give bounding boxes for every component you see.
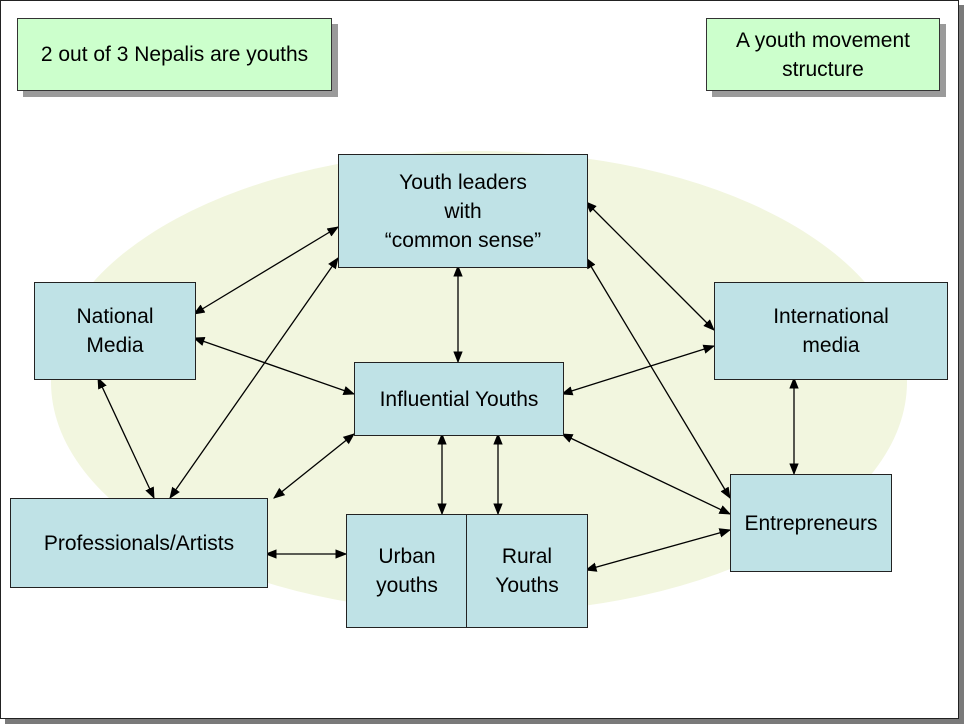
arrow-youth-leaders-to-international-media — [585, 201, 715, 331]
title-callout: A youth movement structure — [706, 18, 940, 91]
arrow-national-media-to-influential-youths — [192, 337, 356, 395]
node-rural-youths: Rural Youths — [466, 514, 588, 628]
node-professionals-artists: Professionals/Artists — [10, 498, 268, 588]
node-youth-leaders: Youth leaders with “common sense” — [338, 154, 588, 268]
arrow-national-media-to-professionals-artists — [97, 376, 155, 500]
node-national-media: National Media — [34, 282, 196, 380]
arrow-rural-youths-to-entrepreneurs — [584, 528, 732, 572]
node-entrepreneurs: Entrepreneurs — [730, 474, 892, 572]
arrow-influential-youths-to-entrepreneurs — [560, 433, 732, 515]
node-urban-youths: Urban youths — [346, 514, 468, 628]
node-influential-youths: Influential Youths — [354, 362, 564, 436]
arrow-influential-youths-to-professionals-artists — [273, 433, 355, 499]
stat-callout: 2 out of 3 Nepalis are youths — [17, 18, 332, 91]
node-international-media: International media — [714, 282, 948, 380]
arrow-youth-leaders-to-entrepreneurs — [585, 256, 731, 500]
arrow-youth-leaders-to-national-media — [192, 226, 340, 315]
arrow-influential-youths-to-international-media — [560, 344, 716, 396]
